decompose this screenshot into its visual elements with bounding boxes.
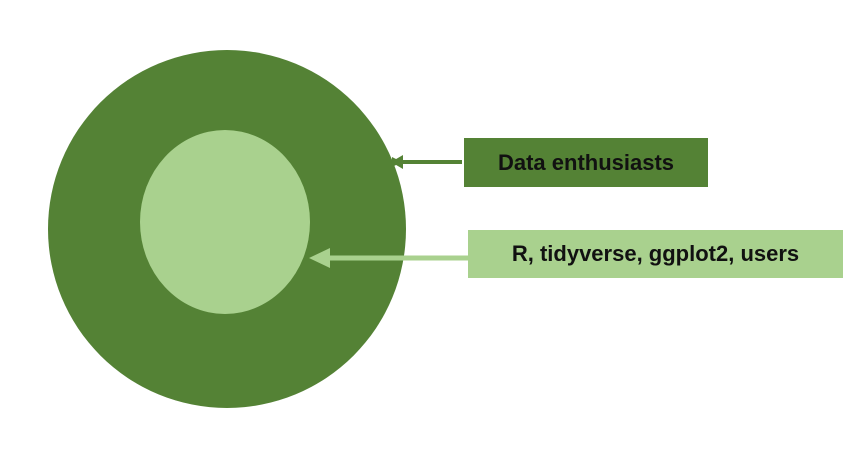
inner-label-text: R, tidyverse, ggplot2, users xyxy=(511,241,800,266)
inner-arrow-head-icon xyxy=(309,248,330,268)
outer-arrow-head-icon xyxy=(391,155,403,169)
outer-label-box: Data enthusiasts xyxy=(464,138,708,187)
outer-label-text: Data enthusiasts xyxy=(497,149,675,175)
inner-label-box: R, tidyverse, ggplot2, users xyxy=(468,230,843,278)
inner-circle xyxy=(140,130,310,314)
